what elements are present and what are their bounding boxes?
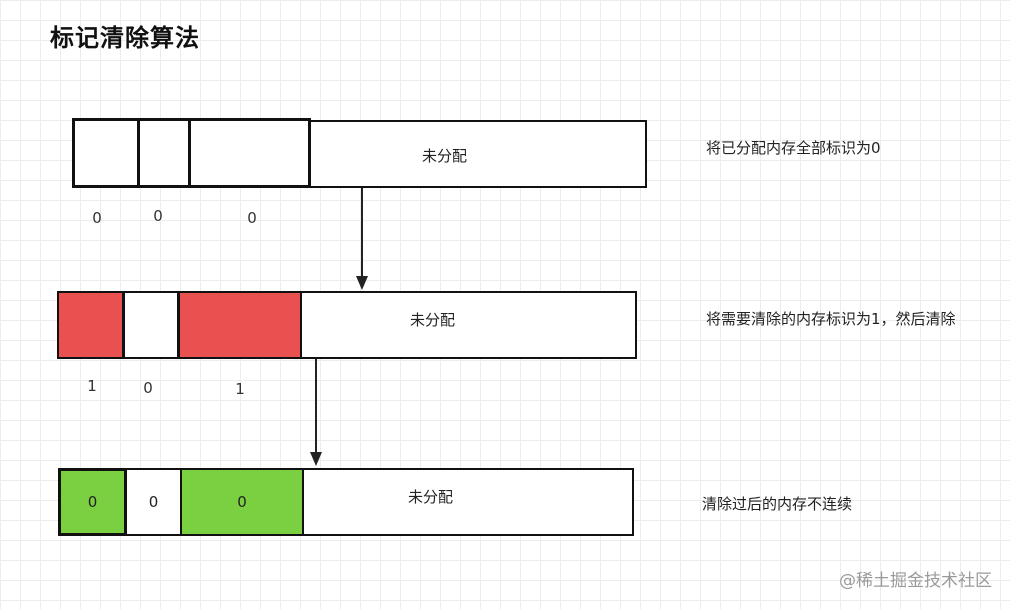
unallocated-label-2: 未分配 <box>410 311 456 329</box>
block-value: 0 <box>237 493 247 511</box>
memory-block-1-2 <box>137 118 191 188</box>
mark-bit-2-1: 1 <box>87 377 97 395</box>
diagram-title: 标记清除算法 <box>50 24 200 52</box>
memory-block-1-1 <box>72 118 140 188</box>
mark-bit-2-3: 1 <box>235 380 245 398</box>
memory-block-2-2 <box>123 291 179 359</box>
block-value: 0 <box>87 493 98 511</box>
arrow-2-head <box>310 452 322 466</box>
memory-block-2-1 <box>57 291 124 359</box>
mark-bit-1-2: 0 <box>153 207 163 225</box>
mark-bit-2-2: 0 <box>143 379 153 397</box>
step-description-2: 将需要清除的内存标识为1，然后清除 <box>706 310 956 328</box>
step-description-1: 将已分配内存全部标识为0 <box>706 139 881 157</box>
mark-bit-1-1: 0 <box>92 209 102 227</box>
memory-block-1-3 <box>188 118 311 188</box>
mark-bit-1-3: 0 <box>247 209 257 227</box>
unallocated-label-1: 未分配 <box>422 147 468 165</box>
memory-block-3-1: 0 <box>58 468 127 536</box>
arrow-2-shaft <box>315 359 317 452</box>
unallocated-label-3: 未分配 <box>408 488 454 506</box>
memory-block-3-2: 0 <box>125 468 182 536</box>
step-description-3: 清除过后的内存不连续 <box>702 495 853 513</box>
arrow-1-shaft <box>361 188 363 276</box>
arrow-1-head <box>356 276 368 290</box>
memory-block-2-3 <box>178 291 302 359</box>
block-value: 0 <box>148 493 159 511</box>
memory-block-3-3: 0 <box>180 468 304 536</box>
watermark: @稀土掘金技术社区 <box>839 571 992 591</box>
